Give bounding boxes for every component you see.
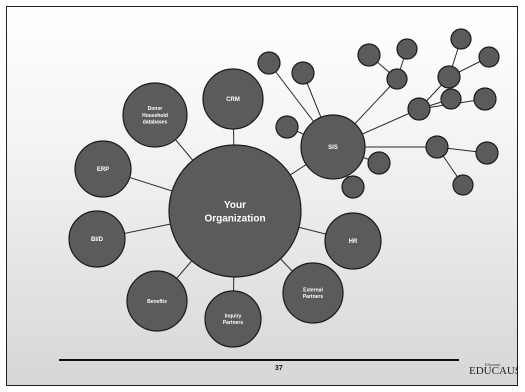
publisher-logo: Educause EDUCAUSE: [469, 362, 517, 380]
satellite-node: [478, 46, 500, 68]
node-donor-household-label: Household: [142, 113, 168, 119]
node-sis-label: SIS: [328, 145, 338, 151]
node-benefits-circle: [126, 270, 188, 332]
satellite-node: [437, 65, 461, 89]
node-center-circle: [168, 144, 302, 278]
node-erp-label: ERP: [97, 167, 109, 173]
satellite-node-circle: [341, 175, 365, 199]
node-sis: SIS: [300, 114, 366, 180]
node-donor-household-label: Donor: [148, 106, 163, 112]
node-external-label: Partners: [303, 294, 324, 300]
node-bi-label: BI/D: [91, 237, 104, 243]
logo-small-text: Educause: [485, 362, 501, 367]
satellite-node-circle: [452, 174, 474, 196]
node-hr-label: HR: [349, 239, 358, 245]
satellite-node-circle: [357, 43, 381, 67]
satellite-node-circle: [475, 141, 499, 165]
node-benefits: Benefits: [126, 270, 188, 332]
node-center-label: Your: [224, 200, 246, 211]
footer-rule: [59, 359, 459, 361]
satellite-node-circle: [425, 135, 449, 159]
satellite-node: [425, 135, 449, 159]
node-crm: CRM: [202, 68, 264, 130]
satellite-node-circle: [275, 115, 299, 139]
node-external-label: External: [303, 287, 323, 293]
logo-big-text: EDUCAUSE: [469, 365, 517, 377]
satellite-node-circle: [386, 68, 408, 90]
satellite-node-circle: [407, 97, 431, 121]
satellite-node: [341, 175, 365, 199]
node-external-circle: [282, 262, 344, 324]
node-inquiry-label: Inquiry: [225, 313, 242, 319]
node-donor-household-circle: [122, 82, 188, 148]
node-hr-circle: [324, 212, 382, 270]
node-center-label: Organization: [204, 213, 265, 224]
satellite-node: [475, 141, 499, 165]
node-donor-household-label: databases: [143, 120, 168, 126]
satellite-node-circle: [367, 151, 391, 175]
satellite-node: [407, 97, 431, 121]
satellite-node: [473, 87, 497, 111]
page-number: 37: [275, 365, 283, 372]
satellite-node: [396, 38, 418, 60]
node-sis-circle: [300, 114, 366, 180]
node-crm-circle: [202, 68, 264, 130]
node-erp: ERP: [74, 140, 132, 198]
satellite-node: [450, 28, 472, 50]
satellite-node: [367, 151, 391, 175]
satellite-node: [452, 174, 474, 196]
satellite-node-circle: [473, 87, 497, 111]
satellite-node: [357, 43, 381, 67]
node-crm-label: CRM: [226, 97, 240, 103]
node-inquiry-circle: [204, 290, 262, 348]
satellite-node-circle: [257, 51, 281, 75]
satellite-node-circle: [450, 28, 472, 50]
satellite-node-circle: [478, 46, 500, 68]
satellite-node: [257, 51, 281, 75]
node-inquiry-label: Partners: [223, 320, 244, 326]
node-erp-circle: [74, 140, 132, 198]
satellite-node-circle: [440, 88, 462, 110]
satellite-node: [440, 88, 462, 110]
satellite-node: [275, 115, 299, 139]
node-benefits-label: Benefits: [147, 299, 167, 305]
satellite-node-circle: [396, 38, 418, 60]
satellite-node-circle: [291, 61, 315, 85]
satellite-node-circle: [437, 65, 461, 89]
node-hr: HR: [324, 212, 382, 270]
node-bi-circle: [68, 210, 126, 268]
satellite-node: [291, 61, 315, 85]
node-bi: BI/D: [68, 210, 126, 268]
satellite-node: [386, 68, 408, 90]
